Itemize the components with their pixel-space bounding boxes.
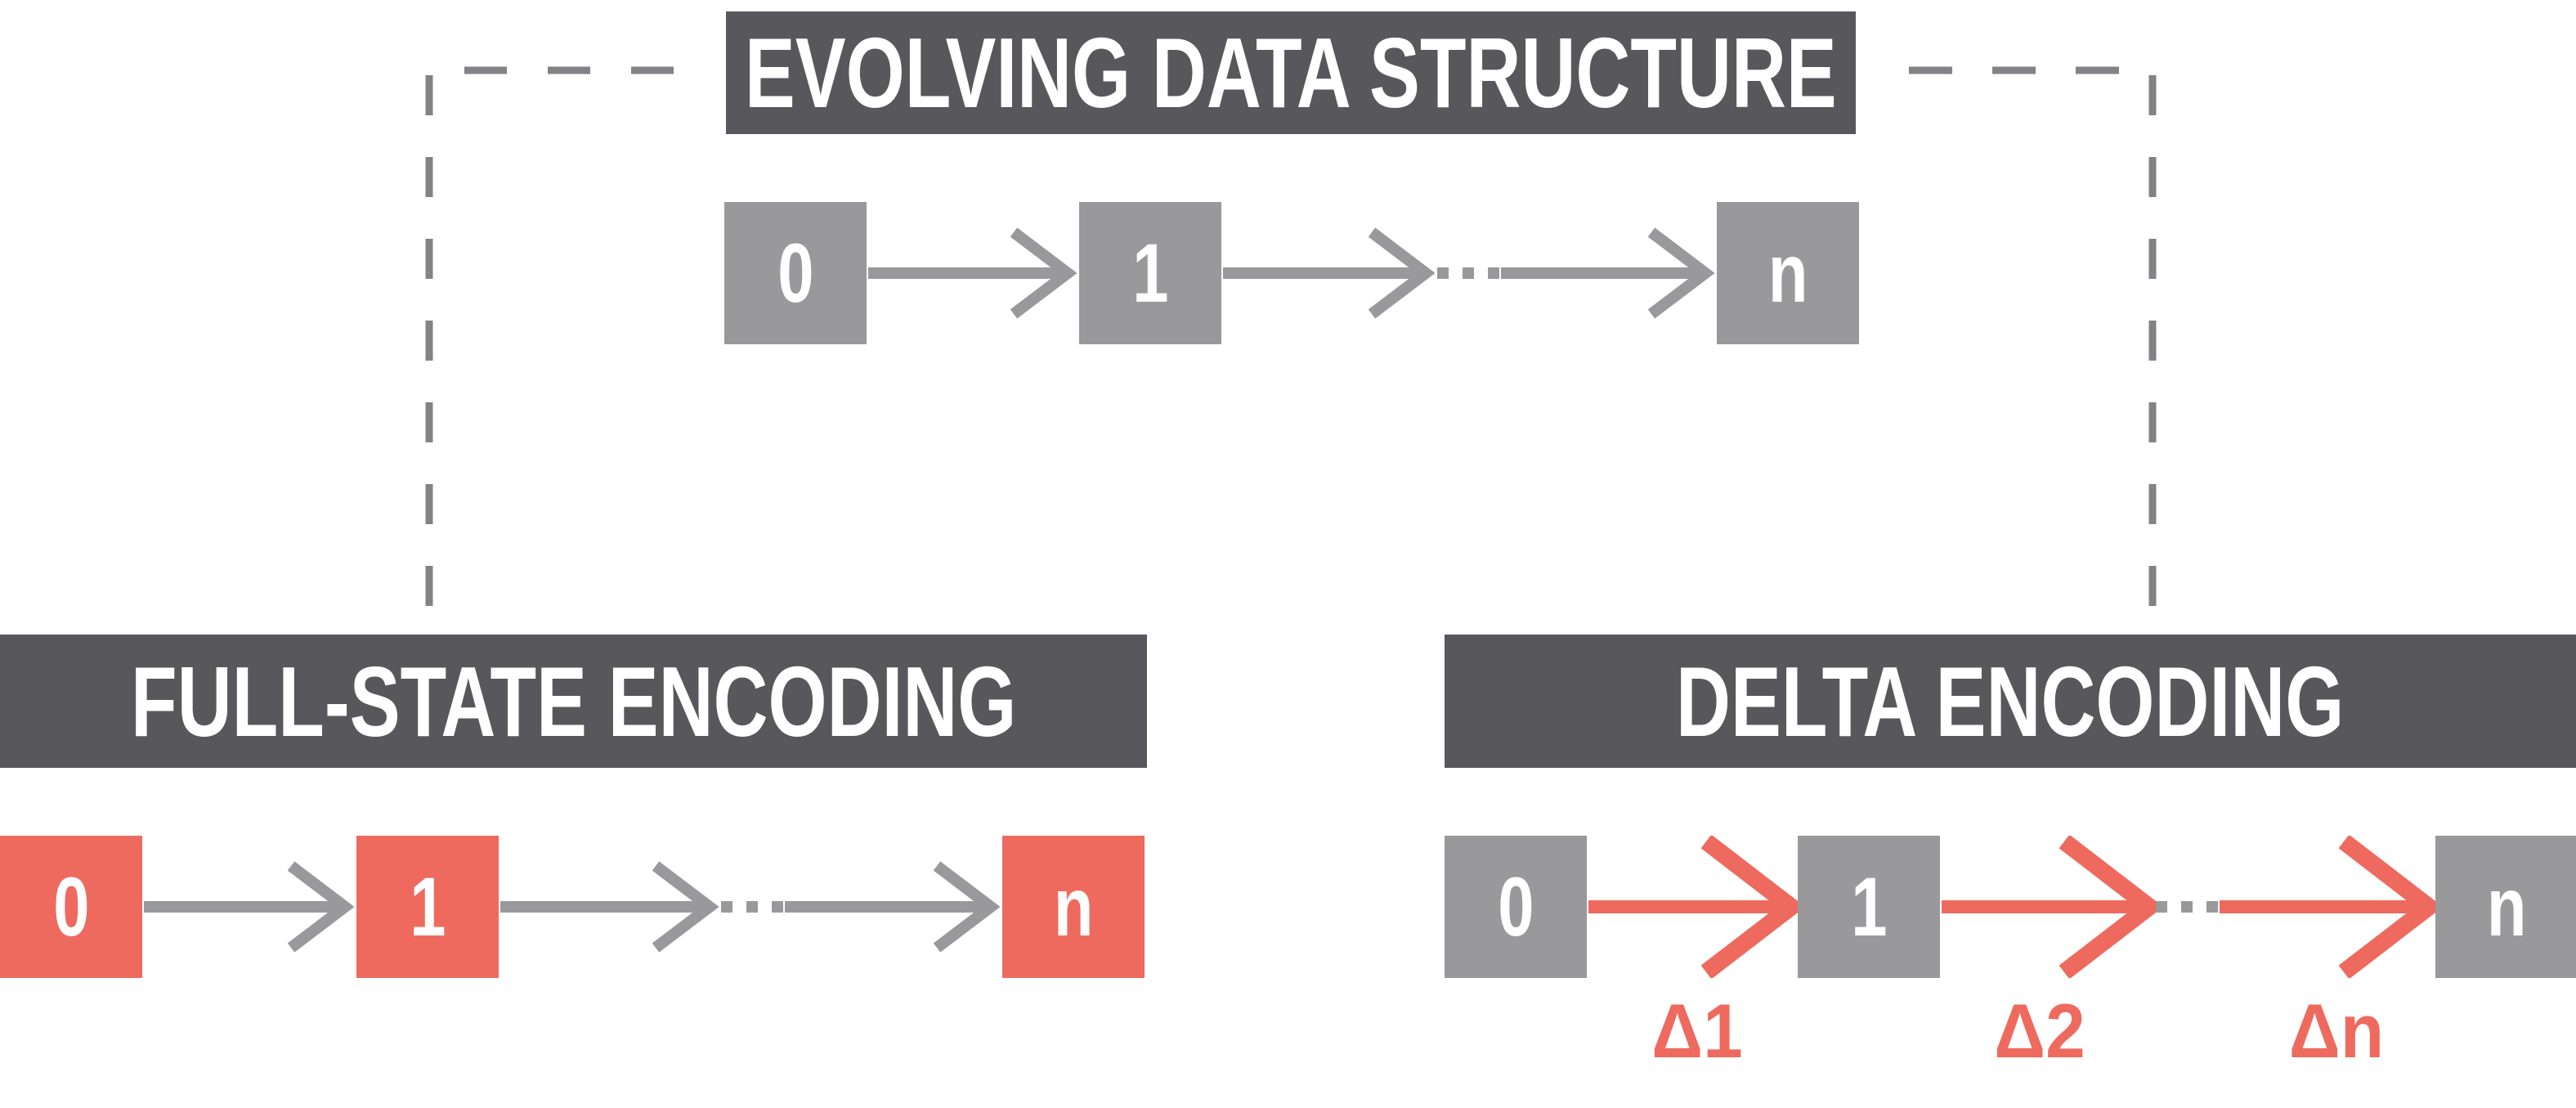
arrow-head bbox=[1700, 836, 1798, 978]
delta-label-n: Δn bbox=[2288, 988, 2385, 1074]
arrow-head bbox=[1368, 227, 1436, 319]
full-state-node-n: n bbox=[1002, 836, 1145, 978]
delta-node-0-label: 0 bbox=[1497, 860, 1534, 953]
ellipsis-dot bbox=[721, 901, 732, 913]
evolving-node-1: 1 bbox=[1079, 202, 1221, 344]
delta-title: DELTA ENCODING bbox=[1676, 645, 2345, 757]
ellipsis-dot bbox=[1488, 267, 1499, 279]
ellipsis-dot bbox=[2206, 901, 2218, 913]
ellipsis-dot bbox=[746, 901, 758, 913]
arrow-head bbox=[933, 861, 1001, 953]
arrow-shaft bbox=[1501, 267, 1705, 279]
evolving-chain: 0 1 n bbox=[724, 202, 1859, 344]
ellipsis-dot bbox=[1437, 267, 1449, 279]
arrow-head bbox=[2338, 836, 2435, 978]
evolving-node-0-label: 0 bbox=[777, 227, 814, 320]
ellipsis-dot bbox=[772, 901, 783, 913]
evolving-title: EVOLVING DATA STRUCTURE bbox=[745, 17, 1837, 128]
delta-node-n: n bbox=[2435, 836, 2576, 978]
delta-label-2: Δ2 bbox=[1994, 988, 2085, 1074]
delta-node-1: 1 bbox=[1798, 836, 1940, 978]
delta-node-n-label: n bbox=[2486, 860, 2527, 953]
arrow-head bbox=[1010, 227, 1077, 319]
delta-label-1: Δ1 bbox=[1651, 988, 1743, 1074]
full-state-node-0-label: 0 bbox=[52, 860, 90, 953]
ellipsis-dots bbox=[1437, 267, 1499, 279]
arrow-gray-icon bbox=[144, 861, 355, 953]
arrow-head bbox=[2059, 836, 2156, 978]
arrow-gray-icon bbox=[500, 861, 719, 953]
arrow-head bbox=[1647, 227, 1715, 319]
full-state-node-1-label: 1 bbox=[409, 860, 446, 953]
full-state-title: FULL-STATE ENCODING bbox=[130, 645, 1017, 757]
arrow-red-icon bbox=[1942, 836, 2156, 978]
full-state-chain: 0 1 n bbox=[0, 836, 1145, 978]
evolving-node-n-label: n bbox=[1767, 227, 1808, 320]
evolving-node-n: n bbox=[1717, 202, 1859, 344]
arrow-shaft bbox=[785, 901, 991, 913]
arrow-red-icon bbox=[1588, 836, 1798, 978]
full-state-node-n-label: n bbox=[1053, 860, 1094, 953]
arrow-shaft bbox=[1223, 267, 1426, 279]
arrow-gray-icon bbox=[1223, 227, 1436, 319]
ellipsis-dots bbox=[721, 901, 783, 913]
arrow-gray-icon bbox=[785, 861, 1001, 953]
ellipsis-dot bbox=[2181, 901, 2193, 913]
delta-banner: DELTA ENCODING bbox=[1445, 635, 2576, 768]
arrow-shaft bbox=[500, 901, 710, 913]
arrow-shaft bbox=[868, 267, 1068, 279]
arrow-gray-icon bbox=[1501, 227, 1715, 319]
delta-node-1-label: 1 bbox=[1850, 860, 1888, 953]
arrow-shaft bbox=[2220, 900, 2429, 913]
arrow-red-icon bbox=[2220, 836, 2435, 978]
full-state-node-0: 0 bbox=[0, 836, 142, 978]
delta-chain: 0 1 n bbox=[1445, 836, 2576, 978]
ellipsis-dot bbox=[1463, 267, 1474, 279]
arrow-head bbox=[652, 861, 719, 953]
arrow-shaft bbox=[144, 901, 345, 913]
full-state-banner: FULL-STATE ENCODING bbox=[0, 635, 1147, 768]
evolving-node-1-label: 1 bbox=[1131, 227, 1169, 320]
delta-node-0: 0 bbox=[1445, 836, 1587, 978]
full-state-node-1: 1 bbox=[356, 836, 499, 978]
ellipsis-dots bbox=[2156, 901, 2218, 913]
evolving-banner: EVOLVING DATA STRUCTURE bbox=[726, 11, 1856, 134]
arrow-head bbox=[287, 861, 355, 953]
arrow-gray-icon bbox=[868, 227, 1077, 319]
arrow-shaft bbox=[1942, 900, 2149, 913]
evolving-node-0: 0 bbox=[724, 202, 867, 344]
arrow-shaft bbox=[1588, 900, 1791, 913]
ellipsis-dot bbox=[2156, 901, 2167, 913]
